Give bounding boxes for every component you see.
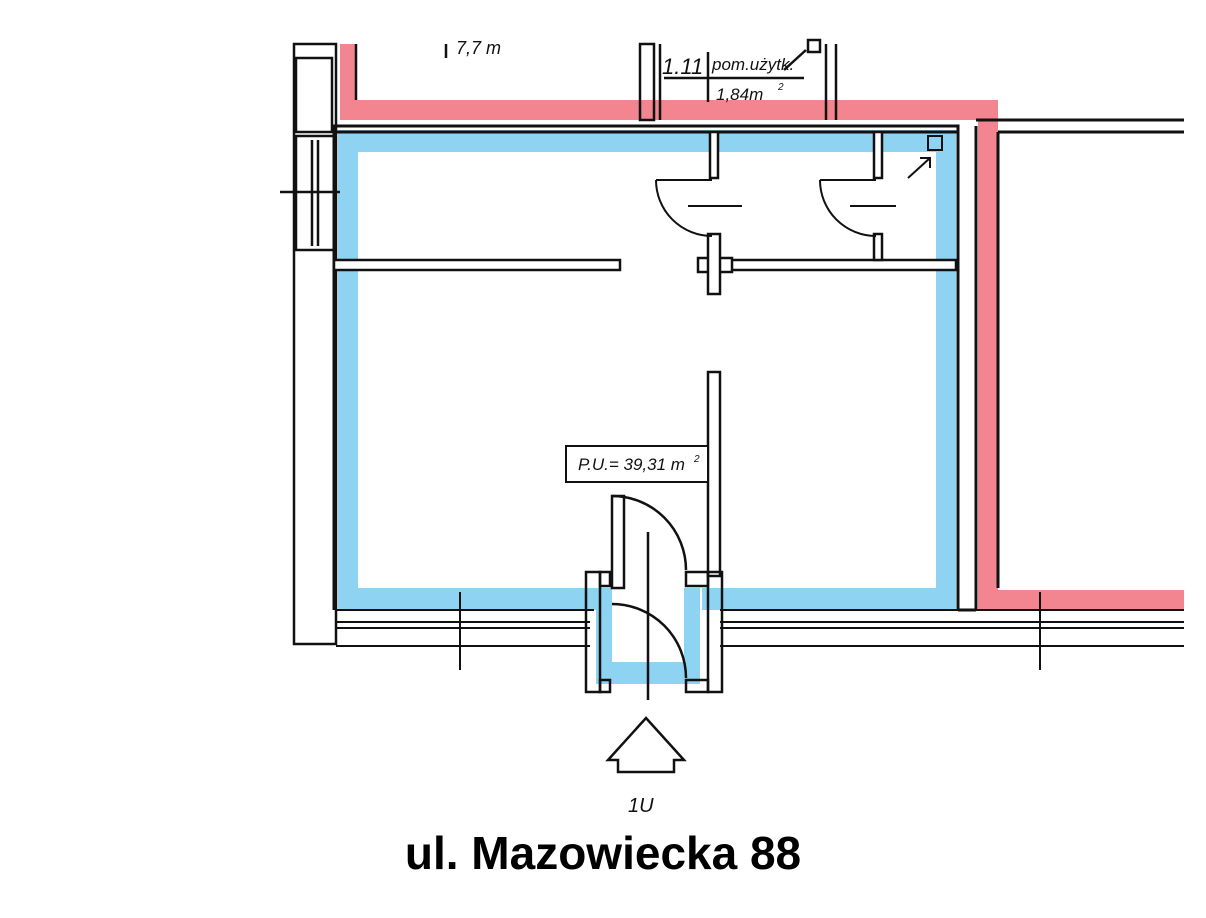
- room-number: 1.11: [662, 54, 703, 79]
- unit-area-exponent: 2: [693, 454, 700, 465]
- neighbor-highlight: [340, 44, 1184, 610]
- entrance-label: 1U: [628, 795, 654, 817]
- interior-partitions: [332, 130, 958, 578]
- room-top-partial-label: 7,7 m: [456, 38, 501, 58]
- address-caption: ul. Mazowiecka 88: [404, 827, 802, 879]
- entrance-vestibule: [584, 494, 724, 700]
- room-name: pom.użytk.: [711, 55, 794, 74]
- unit-walls: [332, 118, 1184, 612]
- upper-rooms: [354, 38, 838, 122]
- unit-area-label: P.U.= 39,31 m: [578, 455, 685, 474]
- room-area: 1,84m: [716, 85, 763, 104]
- wc-doors: [655, 135, 943, 237]
- front-wall: [336, 592, 1184, 670]
- exterior-left-wall: [280, 42, 340, 646]
- entrance-arrow-icon: [605, 716, 687, 774]
- unit-area-box: [565, 445, 709, 483]
- room-area-exponent: 2: [777, 82, 784, 93]
